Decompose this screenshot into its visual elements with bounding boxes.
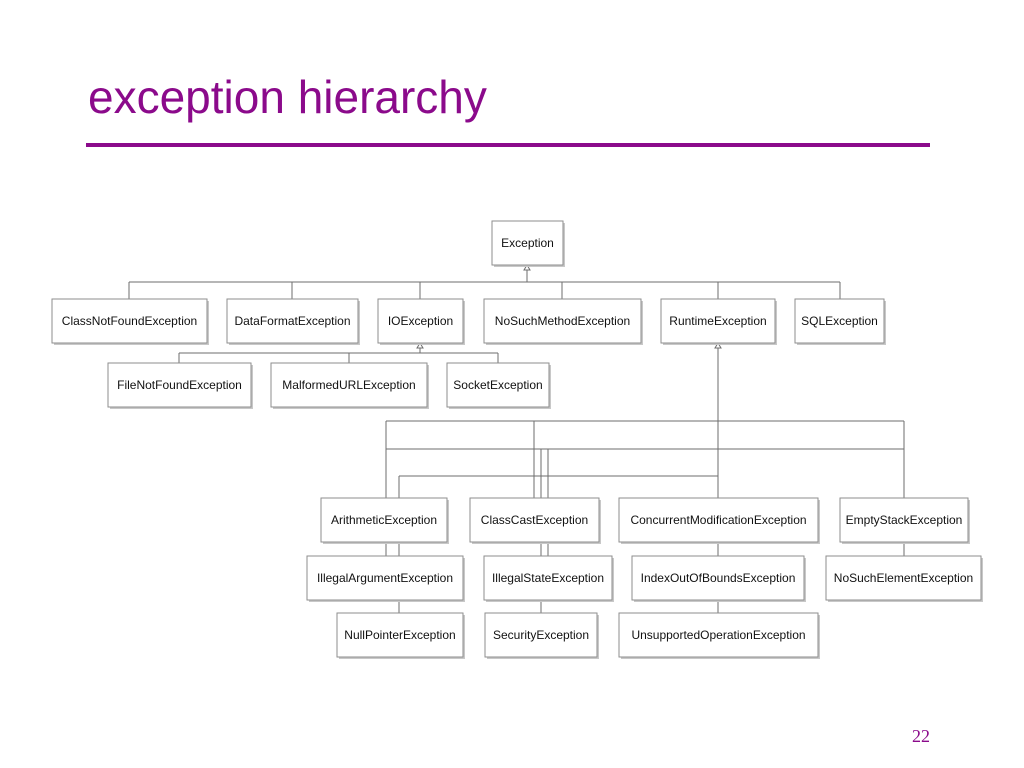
node-label: MalformedURLException — [282, 378, 415, 392]
class-node-arithmetic: ArithmeticException — [320, 497, 449, 544]
node-box — [483, 298, 642, 344]
class-node-classnotfound: ClassNotFoundException — [51, 298, 209, 345]
node-box — [794, 298, 885, 344]
node-box — [469, 497, 600, 543]
class-node-nosuchmethod: NoSuchMethodException — [483, 298, 643, 345]
node-box — [107, 362, 252, 408]
class-node-ioexception: IOException — [377, 298, 465, 345]
node-label: DataFormatException — [234, 314, 350, 328]
node-label: NullPointerException — [344, 628, 455, 642]
class-node-nosuchelement: NoSuchElementException — [825, 555, 983, 602]
class-node-sqlexception: SQLException — [794, 298, 886, 345]
class-node-exception: Exception — [491, 220, 565, 267]
node-box — [660, 298, 776, 344]
node-box — [483, 555, 613, 601]
node-box — [320, 497, 448, 543]
node-label: IllegalStateException — [492, 571, 604, 585]
node-label: SocketException — [453, 378, 542, 392]
node-box — [484, 612, 598, 658]
node-label: ClassNotFoundException — [62, 314, 197, 328]
class-node-nullpointer: NullPointerException — [336, 612, 465, 659]
node-box — [618, 497, 819, 543]
class-node-illegalargument: IllegalArgumentException — [306, 555, 465, 602]
class-node-runtime: RuntimeException — [660, 298, 777, 345]
inheritance-edges — [128, 264, 905, 613]
class-node-socket: SocketException — [446, 362, 551, 409]
title-divider — [86, 143, 930, 147]
class-node-filenotfound: FileNotFoundException — [107, 362, 253, 409]
class-node-dataformat: DataFormatException — [226, 298, 360, 345]
node-box — [306, 555, 464, 601]
node-label: SQLException — [801, 314, 878, 328]
node-box — [446, 362, 550, 408]
node-label: SecurityException — [493, 628, 589, 642]
node-label: ClassCastException — [481, 513, 588, 527]
inheritance-arrowhead — [523, 264, 531, 271]
node-box — [491, 220, 564, 266]
node-label: IllegalArgumentException — [317, 571, 453, 585]
node-label: ArithmeticException — [331, 513, 437, 527]
page-number: 22 — [912, 726, 930, 746]
node-label: FileNotFoundException — [117, 378, 242, 392]
node-label: IndexOutOfBoundsException — [641, 571, 796, 585]
class-node-security: SecurityException — [484, 612, 599, 659]
class-node-illegalstate: IllegalStateException — [483, 555, 614, 602]
node-box — [51, 298, 208, 344]
node-label: NoSuchElementException — [834, 571, 973, 585]
class-node-emptystack: EmptyStackException — [839, 497, 970, 544]
node-box — [839, 497, 969, 543]
node-label: Exception — [501, 236, 554, 250]
class-node-unsupportedop: UnsupportedOperationException — [618, 612, 820, 659]
node-label: RuntimeException — [669, 314, 766, 328]
class-node-classcast: ClassCastException — [469, 497, 601, 544]
node-label: UnsupportedOperationException — [631, 628, 805, 642]
class-node-malformedurl: MalformedURLException — [270, 362, 429, 409]
node-box — [377, 298, 464, 344]
node-label: EmptyStackException — [846, 513, 963, 527]
node-box — [226, 298, 359, 344]
node-box — [270, 362, 428, 408]
slide-title: exception hierarchy — [88, 71, 487, 123]
class-node-concurrentmod: ConcurrentModificationException — [618, 497, 820, 544]
node-box — [618, 612, 819, 658]
inheritance-arrowhead — [416, 342, 424, 349]
node-box — [336, 612, 464, 658]
node-label: ConcurrentModificationException — [630, 513, 806, 527]
node-label: NoSuchMethodException — [495, 314, 630, 328]
node-box — [825, 555, 982, 601]
inheritance-arrowhead — [714, 342, 722, 349]
node-label: IOException — [388, 314, 453, 328]
class-node-indexoutofbounds: IndexOutOfBoundsException — [631, 555, 806, 602]
node-box — [631, 555, 805, 601]
